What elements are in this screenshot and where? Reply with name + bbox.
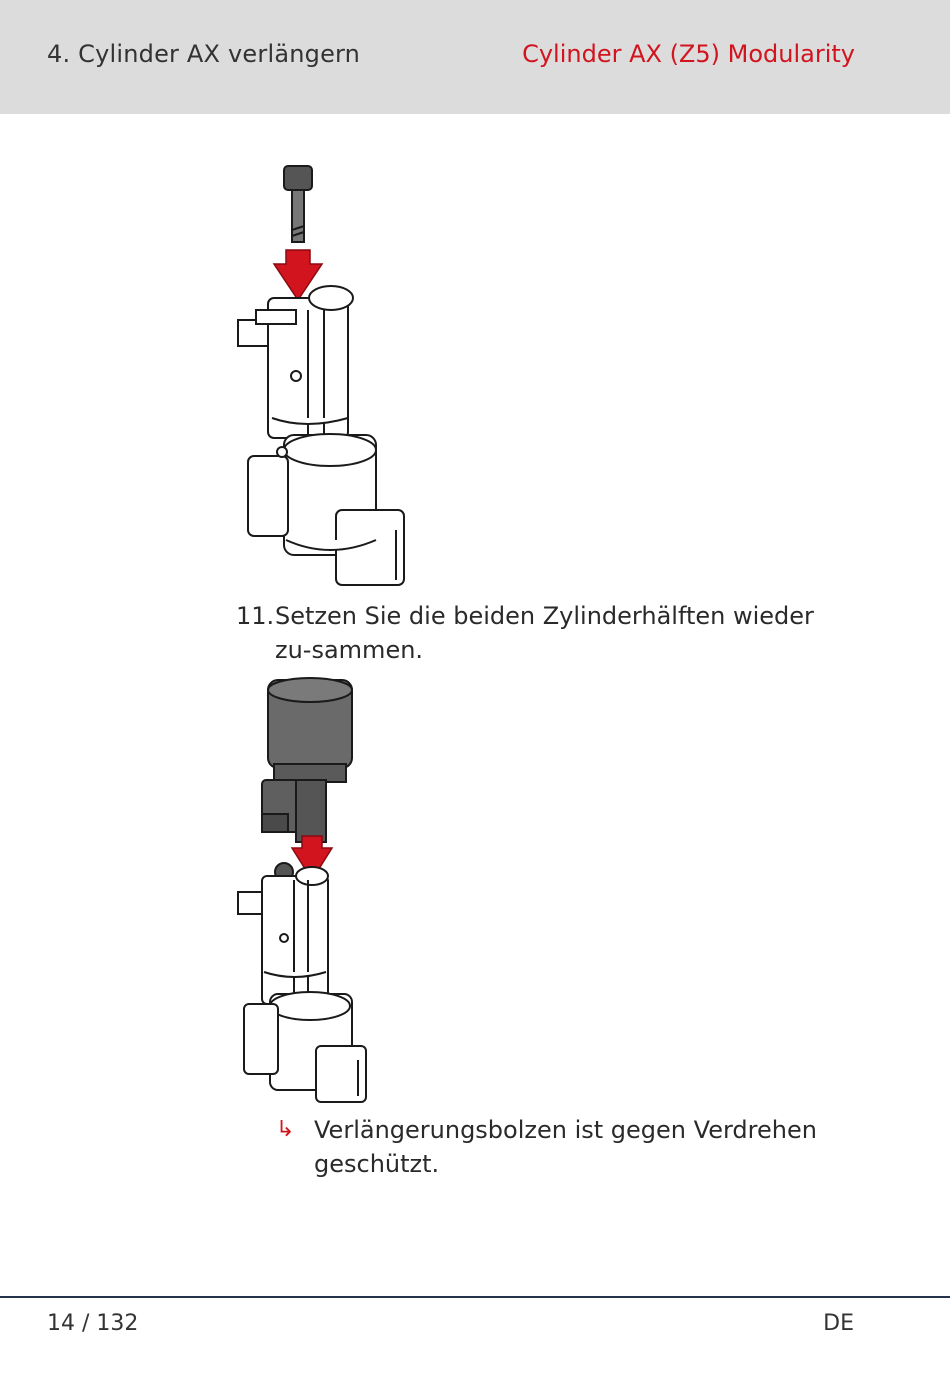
product-title: Cylinder AX (Z5) Modularity (522, 40, 855, 68)
page-header: 4. Cylinder AX verlängern Cylinder AX (Z… (0, 0, 950, 114)
language-code: DE (823, 1311, 854, 1336)
step-number: 11. (236, 602, 275, 630)
figure-join-halves (236, 676, 376, 1106)
step-text: Setzen Sie die beiden Zylinderhälften wi… (275, 602, 814, 664)
footer-divider (0, 1296, 950, 1298)
figure-bolt-insertion (236, 160, 411, 590)
result-text: Verlängerungsbolzen ist gegen Verdrehen … (314, 1116, 817, 1178)
result-arrow-icon: ↳ (276, 1117, 295, 1142)
chapter-title: 4. Cylinder AX verlängern (47, 40, 361, 68)
page-number: 14 / 132 (47, 1311, 139, 1336)
